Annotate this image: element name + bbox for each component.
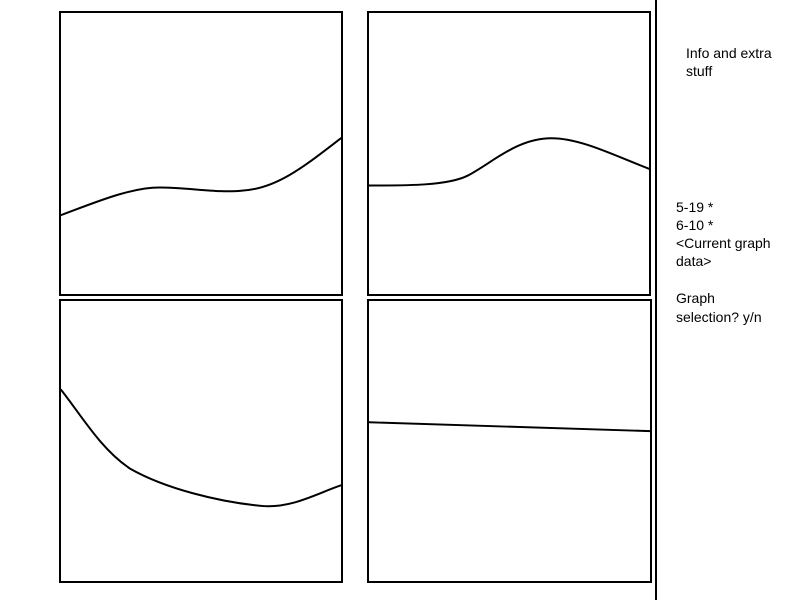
line-curve <box>60 137 342 217</box>
graph-panel-3[interactable] <box>59 299 343 583</box>
sidebar-divider <box>655 0 657 600</box>
graph-panel-4[interactable] <box>367 299 652 583</box>
graph-panel-1[interactable] <box>59 11 343 296</box>
line-curve <box>368 421 651 433</box>
current-graph-data: <Current graph data> <box>676 235 771 269</box>
graph-selection-prompt[interactable]: Graph selection? y/n <box>676 290 762 325</box>
list-item: 6-10 * <box>676 217 714 233</box>
graph-data-list: 5-19 * 6-10 * <Current graph data> <box>676 198 796 270</box>
graph-panel-2[interactable] <box>367 11 651 296</box>
line-curve <box>368 137 650 187</box>
list-item: 5-19 * <box>676 199 714 215</box>
line-curve <box>60 388 342 508</box>
info-text: Info and extra stuff <box>686 45 772 79</box>
